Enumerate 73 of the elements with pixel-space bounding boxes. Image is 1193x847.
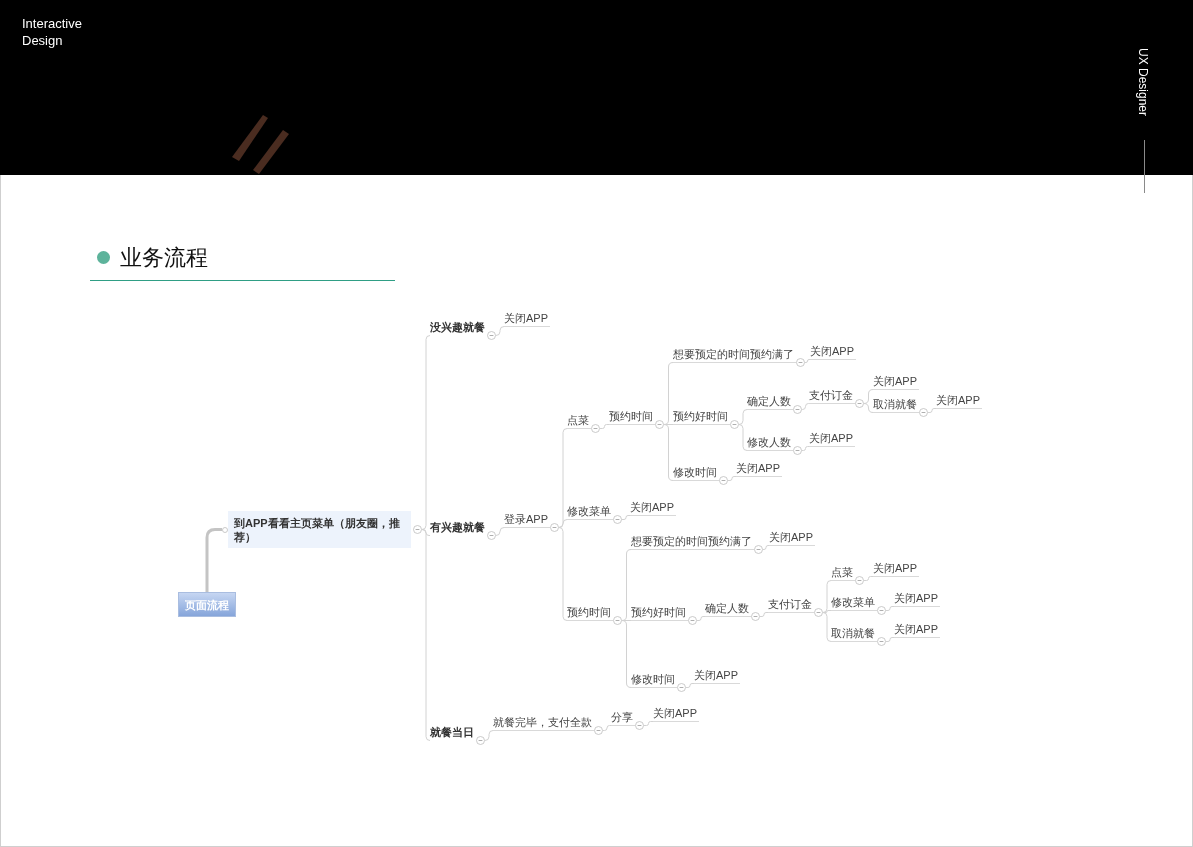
connector-line [801,446,810,451]
connector-line [885,637,895,642]
subtopic-label: 修改菜单 [831,595,877,611]
connector-line [621,549,632,621]
subtopic-label: 关闭APP [873,561,919,577]
connector-line [885,606,895,611]
connector-line [643,721,654,726]
subtopic-label: 确定人数 [705,601,751,617]
subtopic-label: 想要预定的时间预约满了 [673,347,796,363]
subtopic-label: 关闭APP [810,344,856,360]
connector-line [759,612,769,617]
connector-line [421,335,431,530]
subtopic-label: 登录APP [504,512,550,528]
subtopic-label: 预约时间 [609,409,655,425]
connector-line [738,409,748,425]
header-label: Interactive Design [22,15,83,49]
connector-line [495,326,505,336]
connector-line [927,408,937,413]
subtopic-label: 关闭APP [504,311,550,327]
connector-line [558,519,568,528]
subtopic-label: 关闭APP [809,431,855,447]
connector-line [822,612,832,642]
subtopic-label: 就餐完毕，支付全款 [493,715,594,731]
branch-label: 有兴趣就餐 [430,520,486,535]
subtopic-label: 关闭APP [694,668,740,684]
connector-line [621,620,632,688]
connector-line [804,359,811,363]
connector-line [602,725,612,731]
subtopic-label: 预约好时间 [673,409,730,425]
connector-line [822,580,832,613]
connector-line [696,616,706,621]
subtopic-label: 关闭APP [894,591,940,607]
subtopic-label: 关闭APP [653,706,699,722]
root-topic-box: 页面流程 [178,592,236,617]
branch-label: 没兴趣就餐 [430,320,486,335]
subtopic-label: 预约好时间 [631,605,688,621]
connector-line [663,362,674,425]
connector-line [801,403,810,410]
subtopic-label: 关闭APP [769,530,815,546]
topic-box: 到APP看看主页菜单（朋友圈，推荐） [228,511,411,548]
subtopic-label: 取消就餐 [873,397,919,413]
subtopic-label: 修改菜单 [567,504,613,520]
subtopic-label: 关闭APP [736,461,782,477]
connector-line [863,576,874,581]
connector-line [421,529,431,741]
connector-line [599,424,610,429]
connector-line [863,403,874,413]
connector-line [558,527,568,621]
subtopic-label: 关闭APP [873,374,919,390]
page-title: 业务流程 [120,244,208,272]
subtopic-label: 关闭APP [936,393,982,409]
connector-line [621,515,631,520]
branch-label: 就餐当日 [430,725,475,740]
connector-line [663,424,674,481]
subtopic-label: 取消就餐 [831,626,877,642]
connector-line [762,545,770,550]
subtopic-label: 修改人数 [747,435,793,451]
connector-line [727,476,737,481]
connector-line [863,389,874,404]
subtopic-label: 修改时间 [631,672,677,688]
subtopic-label: 支付订金 [809,388,855,404]
subtopic-label: 预约时间 [567,605,613,621]
subtopic-label: 关闭APP [894,622,940,638]
connector-line [495,527,505,536]
connector-line [738,424,748,451]
connector-line [685,683,695,688]
connector-line [484,730,494,741]
subtopic-label: 修改时间 [673,465,719,481]
vertical-header-label: UX Designer [1136,48,1150,117]
subtopic-label: 支付订金 [768,597,814,613]
subtopic-label: 想要预定的时间预约满了 [631,534,754,550]
subtopic-label: 确定人数 [747,394,793,410]
subtopic-label: 关闭APP [630,500,676,516]
